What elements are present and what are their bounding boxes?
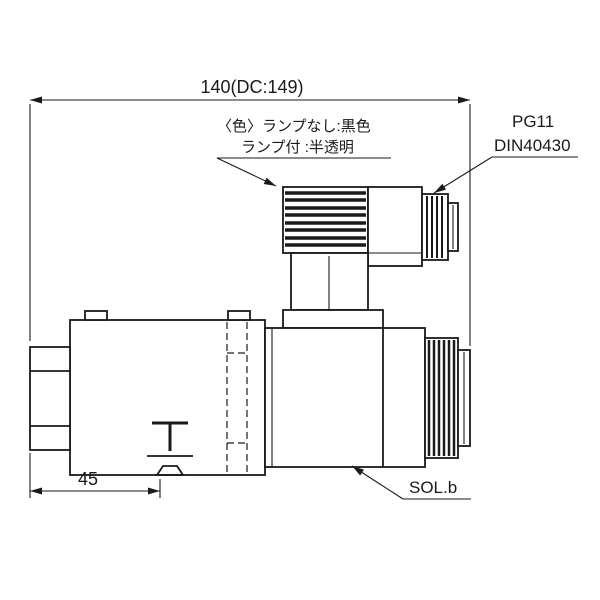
bottom-port-boss <box>155 465 185 476</box>
connector-assembly <box>282 186 459 329</box>
connector-housing <box>367 186 423 267</box>
solenoid-label-text: SOL.b <box>409 478 457 497</box>
connector-flange <box>282 309 384 329</box>
connector-standard-text: DIN40430 <box>494 136 571 155</box>
solenoid-body <box>264 327 426 468</box>
connector-callout-leader <box>433 156 493 194</box>
color-note-line2: ランプ付 :半透明 <box>241 139 354 156</box>
color-note-leader <box>216 157 277 187</box>
connector-type-text: PG11 <box>512 112 554 131</box>
solenoid-callout-leader <box>351 465 404 500</box>
valve-body-outline <box>69 319 266 476</box>
valve-body-top-tab-right <box>227 310 251 321</box>
color-note-line1: 〈色〉ランプなし:黒色 <box>217 118 371 135</box>
color-note-callout: 〈色〉ランプなし:黒色 ランプ付 :半透明 <box>216 118 391 187</box>
dimension-port-offset: 45 <box>29 453 161 498</box>
connector-ribbed-body <box>282 186 369 254</box>
valve-body-top-tab-left <box>84 310 108 321</box>
hex-fitting-outline <box>29 346 71 451</box>
connector-standard-callout: PG11 DIN40430 <box>433 112 578 194</box>
solenoid-assembly <box>264 327 471 468</box>
solenoid-end-nut <box>424 337 459 459</box>
solenoid-callout: SOL.b <box>351 465 471 500</box>
hex-port-fitting <box>29 346 71 451</box>
dimension-overall-width: 140(DC:149) <box>29 77 471 346</box>
dimension-port-text: 45 <box>78 469 98 489</box>
cable-gland-body <box>421 193 449 261</box>
valve-body <box>69 310 266 476</box>
dimension-overall-text: 140(DC:149) <box>200 77 303 97</box>
